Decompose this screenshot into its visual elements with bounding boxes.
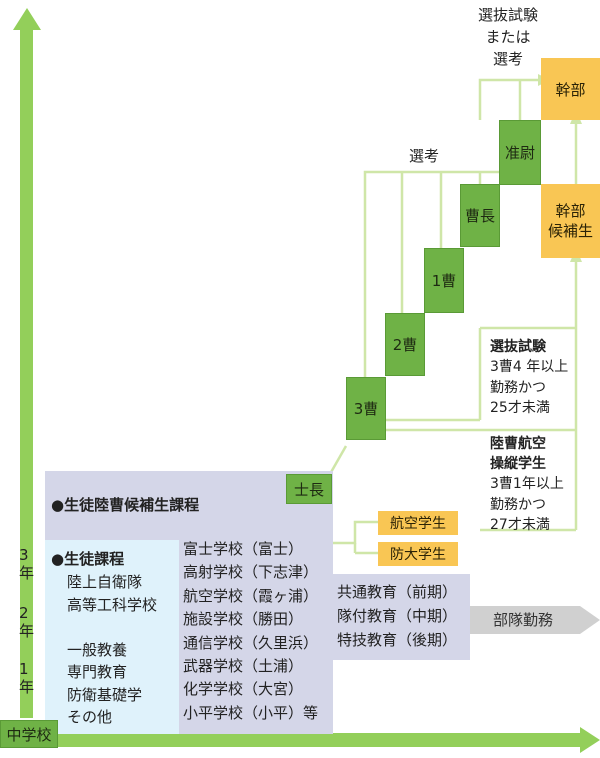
education-box (333, 574, 470, 660)
officer-candidate: 幹部 候補生 (541, 184, 600, 258)
rank-socho: 曹長 (460, 184, 500, 247)
aviation-student-box: 航空学生 (378, 511, 458, 535)
aviation-pilot-detail: 3曹1年以上 勤務かつ 27才未満 (490, 476, 564, 533)
rank-shicho: 士長 (286, 474, 332, 504)
exam-title: 選抜試験 (490, 339, 546, 355)
rank-2so: 2曹 (385, 313, 425, 376)
student-course-items: 陸上自衛隊 高等工科学校 一般教養 専門教育 防衛基礎学 その他 (67, 573, 158, 726)
nco-candidate-course-title: ●生徒陸曹候補生課程 (51, 496, 200, 514)
student-course-title: ●生徒課程 (51, 550, 125, 568)
rank-junyi: 准尉 (499, 120, 541, 185)
top-route-label: 選抜試験 または 選考 (477, 6, 538, 68)
junior-high-box: 中学校 (0, 720, 58, 748)
year-1: 1年 (19, 660, 35, 696)
rank-3so: 3曹 (346, 377, 386, 440)
year-2: 2年 (19, 604, 35, 640)
branch-schools-list: 富士学校（富士） 高射学校（下志津） 航空学校（霞ヶ浦） 施設学校（勝田） 通信… (183, 540, 319, 722)
unit-duty-label: 部隊勤務 (493, 611, 554, 629)
aviation-pilot-title: 陸曹航空 操縦学生 (490, 436, 546, 472)
education-stages: 共通教育（前期） 隊付教育（中期） 特技教育（後期） (337, 583, 458, 649)
officer-kanbu: 幹部 (541, 58, 600, 120)
student-course-box (45, 540, 179, 734)
rank-1so: 1曹 (424, 248, 464, 313)
defense-academy-box: 防大学生 (378, 542, 458, 566)
senko-label: 選考 (409, 147, 440, 165)
exam-detail: 3曹4 年以上 勤務かつ 25才未満 (490, 359, 569, 416)
year-3: 3年 (19, 546, 35, 582)
